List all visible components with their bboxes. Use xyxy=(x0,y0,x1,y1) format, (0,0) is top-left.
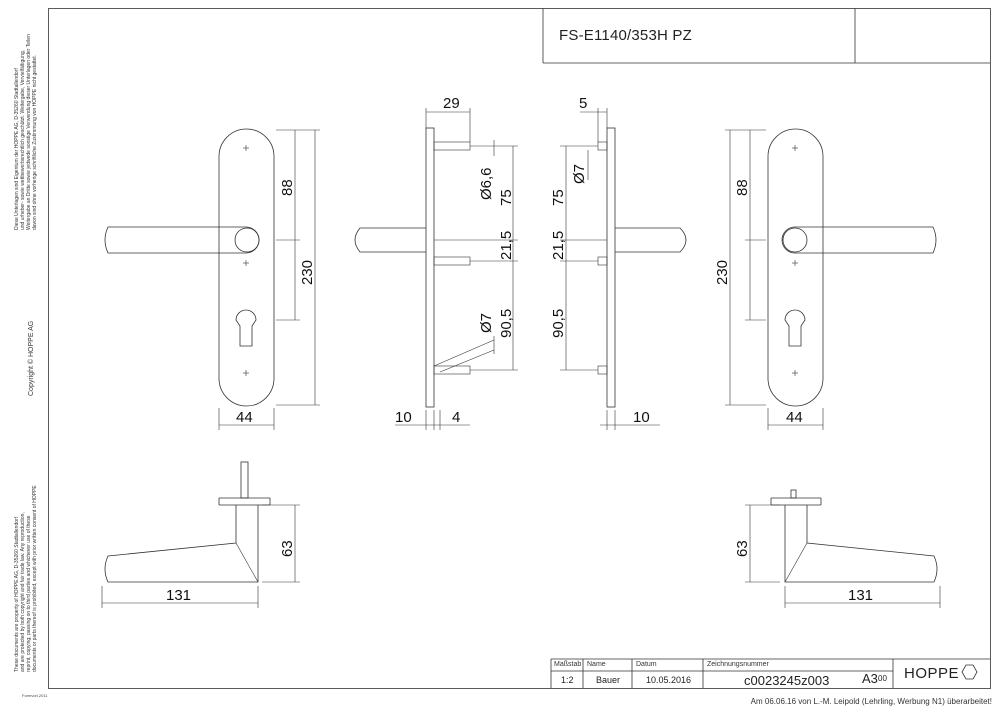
dim-131-left: 131 xyxy=(166,587,191,604)
dim-88-right: 88 xyxy=(734,179,751,196)
form-number: Formvorl.2011 xyxy=(22,693,48,698)
plan-view-left xyxy=(104,461,271,583)
name-label: Name xyxy=(587,661,606,668)
scale-label: Maßstab xyxy=(554,661,582,668)
front-view-left xyxy=(104,128,275,407)
part-number: FS-E1140/353H PZ xyxy=(559,27,692,44)
name-value: Bauer xyxy=(596,675,621,685)
dim-905-left: 90,5 xyxy=(498,309,515,338)
paper-format: A3 xyxy=(862,671,878,686)
title-block-lines xyxy=(550,658,990,688)
dims-bottom-right xyxy=(745,504,941,608)
ownership-note-en: These documents are property of HOPPE AG… xyxy=(14,485,38,672)
dim-230-right: 230 xyxy=(714,260,731,285)
hoppe-brand: HOPPE xyxy=(904,665,960,682)
revision: 00 xyxy=(878,674,887,683)
hoppe-logo-icon xyxy=(961,664,978,680)
dims-top-right xyxy=(725,129,824,430)
dim-d7-left: Ø7 xyxy=(478,313,495,333)
dim-230-left: 230 xyxy=(299,260,316,285)
dim-4: 4 xyxy=(452,409,460,426)
dim-75-right: 75 xyxy=(550,189,567,206)
ownership-note-de: Diese Unterlagen sind Eigentum der HOPPE… xyxy=(14,34,38,230)
dims-side-right xyxy=(560,108,660,430)
dim-d7-right: Ø7 xyxy=(571,164,588,184)
front-view-right xyxy=(767,128,937,407)
dim-88-left: 88 xyxy=(279,179,296,196)
revision-note: Am 06.06.16 von L.-M. Leipold (Lehrling,… xyxy=(750,697,992,706)
date-value: 10.05.2016 xyxy=(646,675,692,685)
copyright-note: Copyright © HOPPE AG xyxy=(28,320,35,396)
date-label: Datum xyxy=(636,661,657,668)
dim-29: 29 xyxy=(443,95,460,112)
side-view-left xyxy=(354,127,495,408)
dim-10-right: 10 xyxy=(633,409,650,426)
scale-value: 1:2 xyxy=(561,675,574,685)
dims-bottom-left xyxy=(101,504,300,608)
dim-131-right: 131 xyxy=(848,587,873,604)
dim-44-right: 44 xyxy=(786,409,803,426)
drawing-frame xyxy=(48,8,991,689)
drawing-number: c0023245z003 xyxy=(744,673,830,688)
dims-top-left xyxy=(218,129,320,430)
dim-5: 5 xyxy=(579,95,587,112)
dim-d66: Ø6,6 xyxy=(478,167,495,200)
dim-75-left: 75 xyxy=(498,189,515,206)
dim-215-left: 21,5 xyxy=(498,231,515,260)
dims-side-left xyxy=(395,108,518,430)
dim-44-left: 44 xyxy=(236,409,253,426)
dim-215-right: 21,5 xyxy=(550,231,567,260)
drawing-number-label: Zeichnungsnummer xyxy=(707,661,769,668)
dim-63-right: 63 xyxy=(734,540,751,557)
dim-905-right: 90,5 xyxy=(550,309,567,338)
plan-view-right xyxy=(770,489,938,583)
dim-63-left: 63 xyxy=(279,540,296,557)
side-view-right xyxy=(597,127,687,408)
dim-10-left: 10 xyxy=(395,409,412,426)
